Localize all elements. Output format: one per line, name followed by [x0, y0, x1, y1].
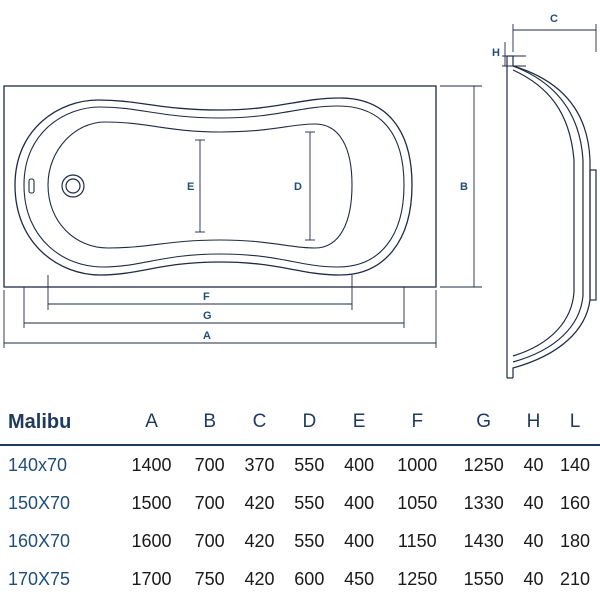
dimension-F — [47, 275, 353, 310]
header-G: G — [450, 400, 517, 446]
cell-H: 40 — [523, 492, 544, 513]
cell-H: 40 — [523, 568, 544, 589]
header-L: L — [550, 400, 600, 446]
cell-A: 1700 — [131, 568, 172, 589]
table-row: 160X70 1600 700 420 550 400 1150 1430 40… — [0, 522, 600, 560]
bathtub-technical-drawing: E D F G A B — [3, 13, 597, 379]
cell-L: 210 — [560, 568, 591, 589]
cell-E: 400 — [344, 530, 375, 551]
label-C: C — [550, 13, 558, 25]
cell-G: 1550 — [463, 568, 504, 589]
cell-B: 700 — [194, 492, 225, 513]
label-G: G — [203, 310, 212, 322]
cell-E: 400 — [344, 454, 375, 475]
header-H: H — [516, 400, 551, 446]
cell-G: 1430 — [463, 530, 504, 551]
dimension-C — [512, 24, 597, 52]
cell-D: 600 — [294, 568, 325, 589]
cell-model: 160X70 — [8, 530, 71, 551]
tub-basin-inner-rim — [23, 105, 405, 268]
label-B: B — [460, 181, 468, 193]
dimension-B — [440, 85, 482, 288]
dimension-H — [502, 42, 526, 67]
tub-side-view — [506, 55, 597, 379]
cell-model: 170X75 — [8, 568, 71, 589]
cell-F: 1250 — [397, 568, 438, 589]
cell-L: 160 — [560, 492, 591, 513]
header-F: F — [384, 400, 451, 446]
dimension-G — [23, 287, 405, 328]
tub-outer-rim — [3, 85, 437, 288]
label-D: D — [294, 181, 302, 193]
cell-B: 750 — [194, 568, 225, 589]
label-E: E — [187, 181, 194, 193]
dimension-D — [305, 131, 315, 241]
cell-C: 370 — [244, 454, 275, 475]
cell-C: 420 — [244, 492, 275, 513]
cell-D: 550 — [294, 530, 325, 551]
cell-A: 1600 — [131, 530, 172, 551]
cell-E: 450 — [344, 568, 375, 589]
cell-B: 700 — [194, 454, 225, 475]
cell-model: 150X70 — [8, 492, 71, 513]
table-header-row: Malibu A B C D E F G H L — [0, 400, 600, 446]
cell-G: 1330 — [463, 492, 504, 513]
dimensions-table-section: Malibu A B C D E F G H L 140x70 1400 700… — [0, 400, 600, 600]
cell-B: 700 — [194, 530, 225, 551]
cell-L: 140 — [560, 454, 591, 475]
cell-D: 550 — [294, 454, 325, 475]
cell-F: 1150 — [397, 530, 437, 551]
cell-G: 1250 — [463, 454, 504, 475]
tub-basin-outer — [14, 97, 413, 276]
cell-F: 1050 — [397, 492, 438, 513]
table-row: 140x70 1400 700 370 550 400 1000 1250 40… — [0, 445, 600, 484]
header-model: Malibu — [0, 400, 119, 446]
dimensions-table: Malibu A B C D E F G H L 140x70 1400 700… — [0, 400, 600, 598]
table-row: 150X70 1500 700 420 550 400 1050 1330 40… — [0, 484, 600, 522]
cell-C: 420 — [244, 530, 275, 551]
header-C: C — [234, 400, 285, 446]
dimension-A — [3, 290, 437, 348]
header-D: D — [284, 400, 335, 446]
label-F: F — [203, 291, 210, 303]
cell-model: 140x70 — [8, 454, 68, 475]
header-A: A — [118, 400, 185, 446]
tub-floor-outline — [47, 121, 353, 249]
cell-D: 550 — [294, 492, 325, 513]
dimension-E — [195, 139, 205, 233]
cell-A: 1400 — [131, 454, 172, 475]
drain-outer — [61, 174, 85, 198]
cell-L: 180 — [560, 530, 591, 551]
header-E: E — [334, 400, 385, 446]
label-H: H — [492, 47, 500, 59]
table-row: 170X75 1700 750 420 600 450 1250 1550 40… — [0, 560, 600, 598]
cell-H: 40 — [523, 454, 544, 475]
header-B: B — [184, 400, 235, 446]
cell-F: 1000 — [397, 454, 438, 475]
cell-H: 40 — [523, 530, 544, 551]
cell-E: 400 — [344, 492, 375, 513]
drain-inner — [65, 178, 81, 194]
overflow-slot — [28, 178, 35, 194]
cell-A: 1500 — [131, 492, 172, 513]
label-A: A — [203, 330, 211, 342]
cell-C: 420 — [244, 568, 275, 589]
